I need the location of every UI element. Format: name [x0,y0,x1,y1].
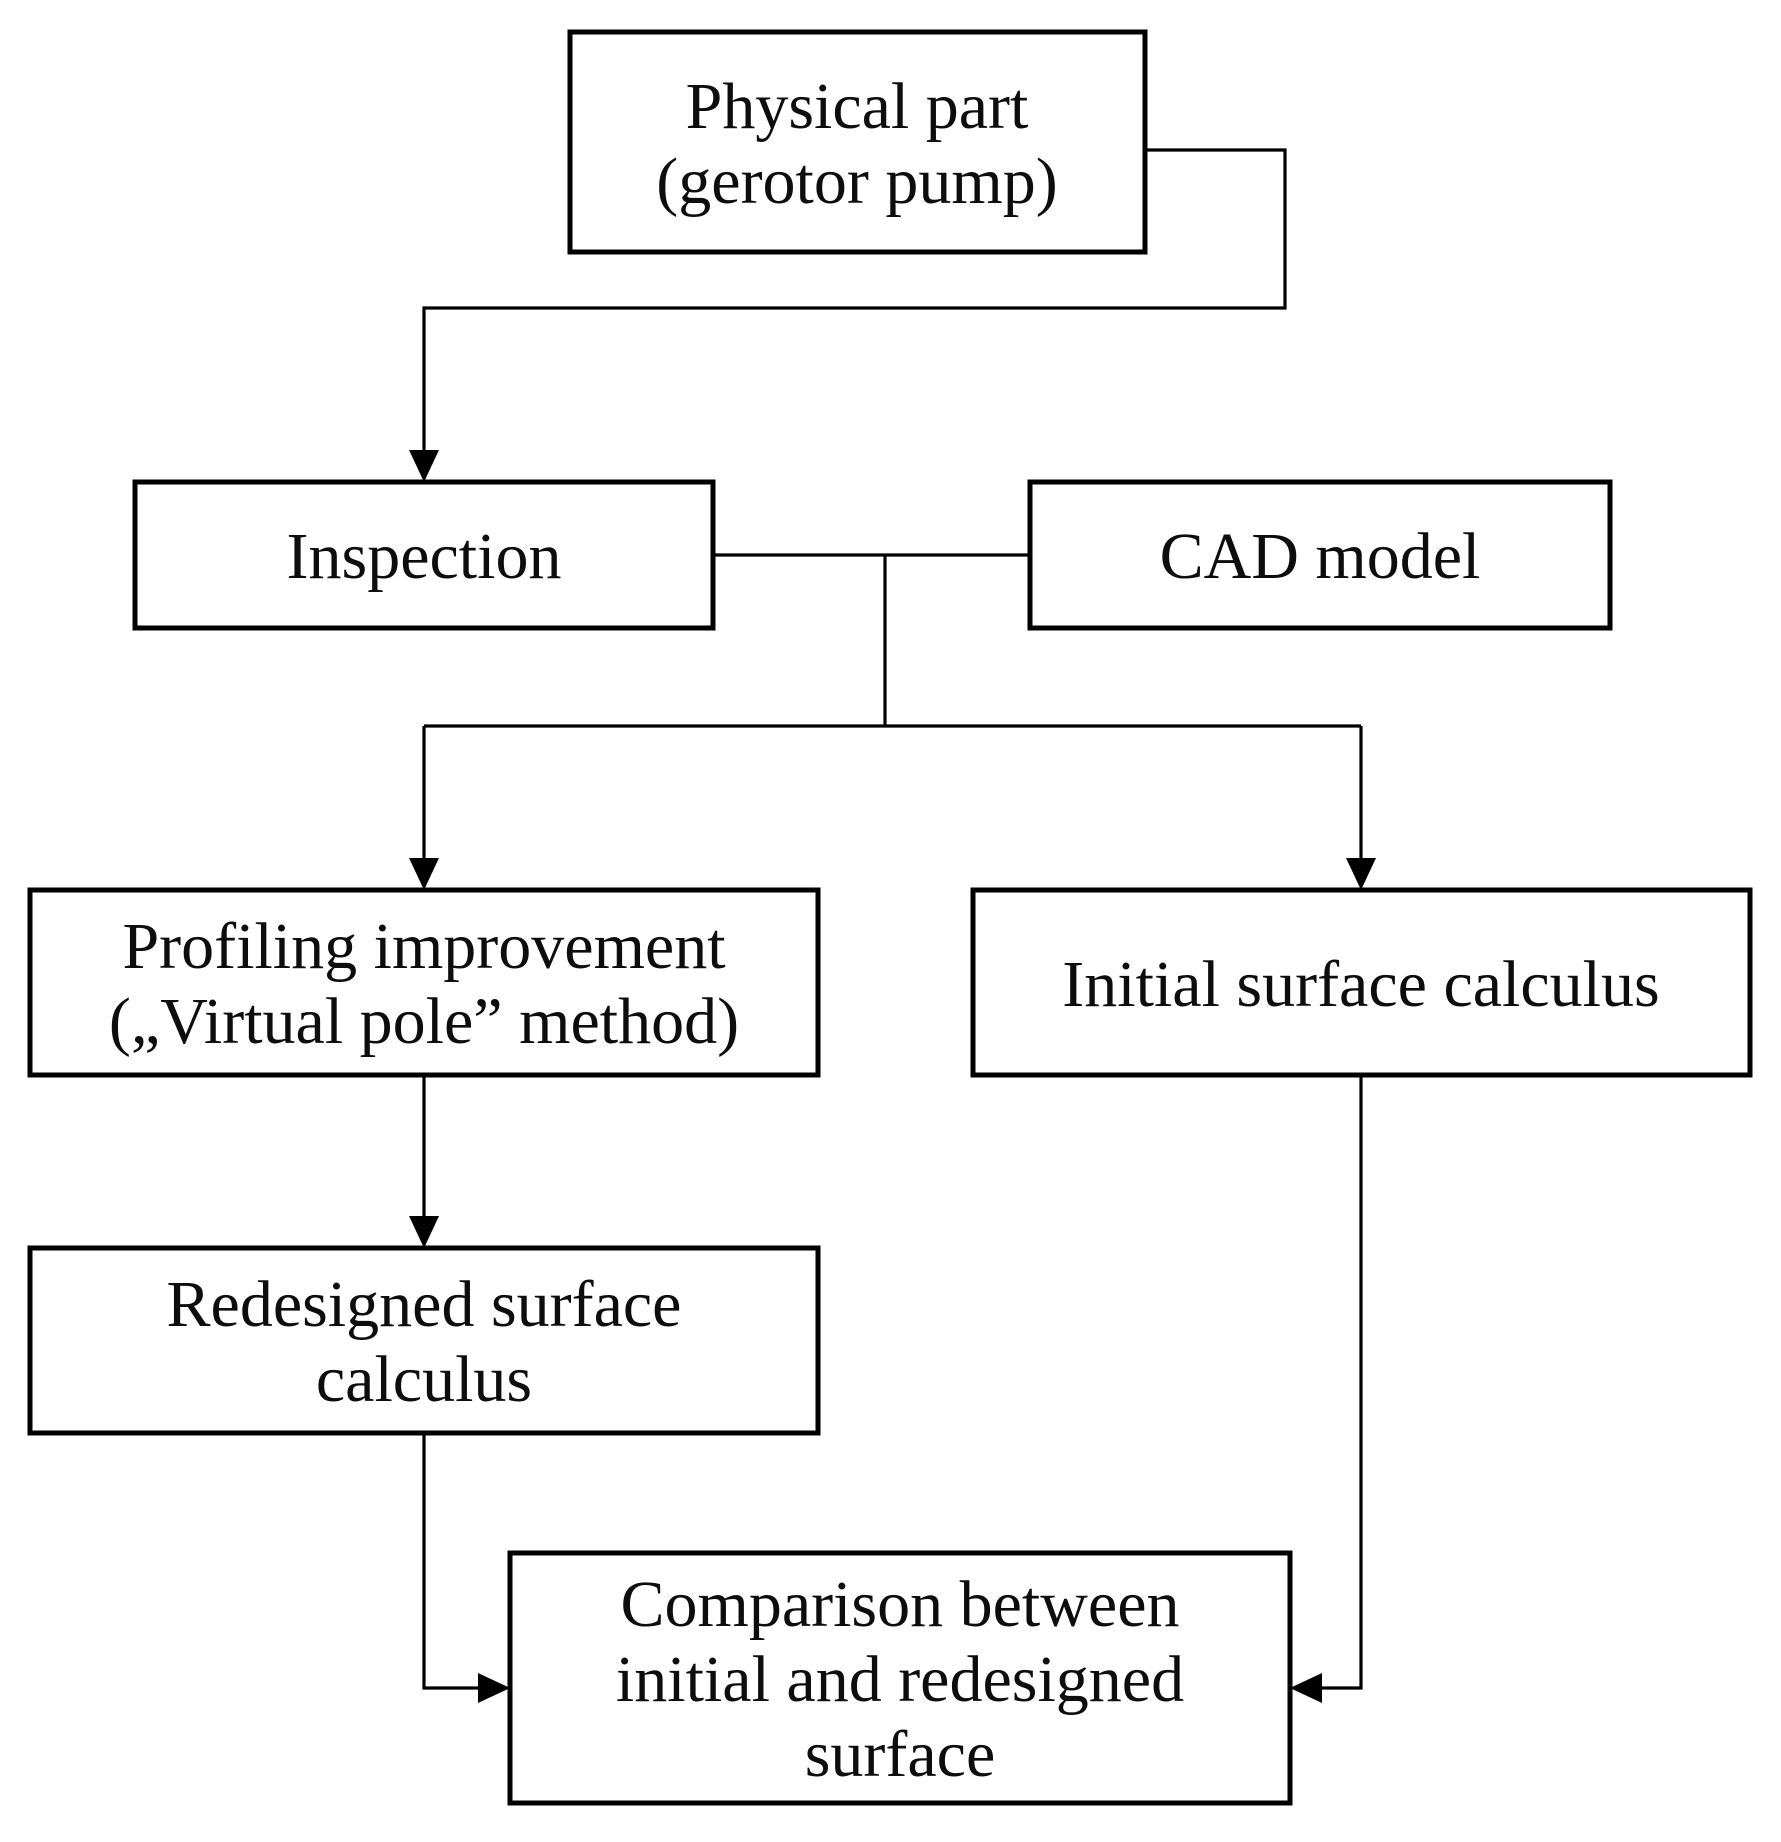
node-initial-surface: Initial surface calculus [970,887,1753,1078]
node-profiling-improvement-label-line2: („Virtual pole” method) [109,985,739,1058]
node-inspection: Inspection [132,479,716,631]
arrowhead-right-comparison [478,1673,510,1703]
node-cad-model-box [1027,479,1613,631]
edge-elbow-line [1320,1075,1363,1690]
node-redesigned-surface: Redesigned surface calculus [27,1245,821,1436]
node-redesigned-surface-label-line2: calculus [316,1343,532,1416]
node-inspection-label: Inspection [287,520,562,593]
node-initial-surface-box [970,887,1753,1078]
node-profiling-improvement: Profiling improvement („Virtual pole” me… [27,887,821,1078]
edge-initial-surface-to-comparison [1290,1075,1363,1703]
edge-junction-branches [409,555,1376,890]
node-physical-part-box [567,29,1148,255]
arrowhead-down-initial-surface [1346,858,1376,890]
node-physical-part: Physical part (gerotor pump) [567,29,1148,255]
edge-elbow-line [422,148,1287,452]
arrowhead-down-inspection [409,450,439,482]
node-profiling-improvement-label-line1: Profiling improvement [122,910,725,983]
node-redesigned-surface-box [27,1245,821,1436]
node-comparison-box [507,1550,1293,1806]
edge-profiling-to-redesigned [409,1075,439,1248]
arrowhead-left-comparison [1290,1673,1322,1703]
arrowhead-down-profiling [409,858,439,890]
node-redesigned-surface-label-line1: Redesigned surface [167,1268,682,1341]
node-comparison-label-line2: initial and redesigned [616,1643,1184,1716]
edge-elbow-line [422,1433,480,1690]
node-physical-part-label-line2: (gerotor pump) [656,145,1057,218]
node-comparison-label-line1: Comparison between [620,1568,1179,1641]
node-comparison: Comparison between initial and redesigne… [507,1550,1293,1806]
node-cad-model-label: CAD model [1160,520,1481,593]
node-inspection-box [132,479,716,631]
edge-physical-part-to-inspection [409,148,1287,482]
arrowhead-down-redesigned [409,1216,439,1248]
node-comparison-label-line3: surface [805,1718,996,1791]
node-initial-surface-label: Initial surface calculus [1062,948,1659,1021]
node-physical-part-label-line1: Physical part [686,70,1029,143]
node-profiling-improvement-box [27,887,821,1078]
node-cad-model: CAD model [1027,479,1613,631]
edge-redesigned-to-comparison [422,1433,510,1703]
